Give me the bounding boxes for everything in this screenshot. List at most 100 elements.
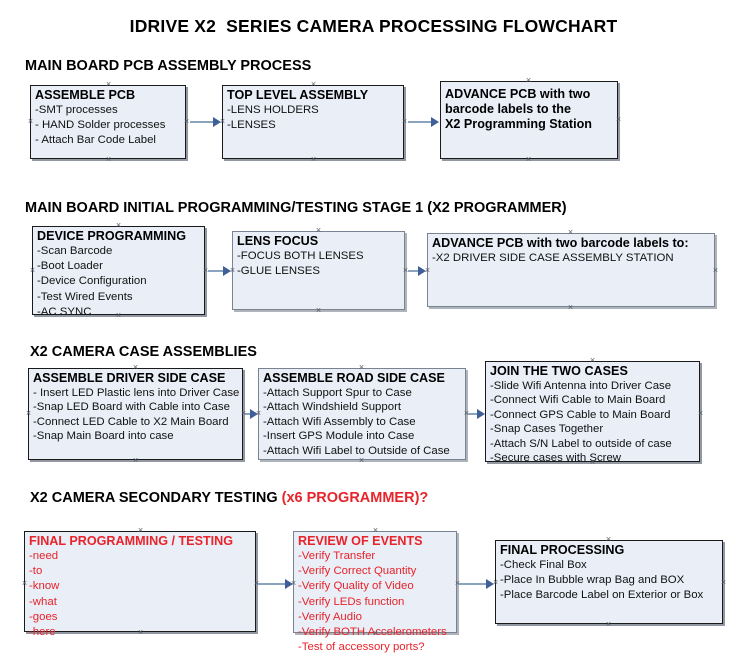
section-heading-main-board-pcb-assembly-process: MAIN BOARD PCB ASSEMBLY PROCESS <box>25 58 312 74</box>
box-line: -Place Barcode Label on Exterior or Box <box>500 589 704 602</box>
connection-handle[interactable] <box>525 156 532 163</box>
connection-handle[interactable] <box>315 307 322 314</box>
box-line: -Connect GPS Cable to Main Board <box>490 408 671 421</box>
connection-handle[interactable] <box>25 410 32 417</box>
connection-handle[interactable] <box>27 118 34 125</box>
arrow-road-case-to-join-cases <box>468 413 478 415</box>
box-final-processing[interactable]: FINAL PROCESSING -Check Final Box -Place… <box>495 540 723 624</box>
connection-handle[interactable] <box>567 304 574 311</box>
connection-handle[interactable] <box>183 118 190 125</box>
box-line: -Verify Transfer <box>298 550 376 562</box>
box-header: ASSEMBLE PCB <box>35 88 136 102</box>
connection-handle[interactable] <box>137 629 144 636</box>
box-header: ADVANCE PCB with two <box>445 87 591 101</box>
box-header: ASSEMBLE ROAD SIDE CASE <box>263 371 445 385</box>
box-header: ADVANCE PCB with two barcode labels to: <box>432 236 689 250</box>
box-line: -X2 DRIVER SIDE CASE ASSEMBLY STATION <box>432 252 674 264</box>
connection-handle[interactable] <box>310 81 317 88</box>
box-line: -LENSES <box>227 119 276 132</box>
box-line: -Device Configuration <box>37 275 147 288</box>
connection-handle[interactable] <box>589 357 596 364</box>
connection-handle[interactable] <box>615 116 622 123</box>
connection-handle[interactable] <box>290 580 297 587</box>
connection-handle[interactable] <box>310 156 317 163</box>
box-header: DEVICE PROGRAMMING <box>37 229 187 243</box>
box-top-level-assembly[interactable]: TOP LEVEL ASSEMBLY -LENS HOLDERS -LENSES <box>222 85 404 159</box>
box-line: -know <box>29 580 60 593</box>
connection-handle[interactable] <box>29 267 36 274</box>
box-line: -Connect Wifi Cable to Main Board <box>490 394 666 407</box>
box-assemble-road-side-case[interactable]: ASSEMBLE ROAD SIDE CASE -Attach Support … <box>258 368 466 460</box>
connection-handle[interactable] <box>372 527 379 534</box>
box-header: ASSEMBLE DRIVER SIDE CASE <box>33 371 226 385</box>
connection-handle[interactable] <box>255 410 262 417</box>
connection-handle[interactable] <box>21 580 28 587</box>
connection-handle[interactable] <box>424 267 431 274</box>
connection-handle[interactable] <box>401 118 408 125</box>
box-line-overflow: -Test of accessory ports? <box>298 641 425 654</box>
connection-handle[interactable] <box>115 312 122 319</box>
arrow-assemble-pcb-to-top-level-assembly <box>190 121 214 123</box>
connection-handle[interactable] <box>219 118 226 125</box>
box-lens-focus[interactable]: LENS FOCUS -FOCUS BOTH LENSES -GLUE LENS… <box>232 231 405 310</box>
connection-handle[interactable] <box>712 267 719 274</box>
box-line: -Test Wired Events <box>37 290 133 303</box>
arrow-head-icon <box>223 266 231 276</box>
connection-handle[interactable] <box>229 267 236 274</box>
box-header: TOP LEVEL ASSEMBLY <box>227 88 369 102</box>
section-heading-accent: (x6 PROGRAMMER)? <box>281 490 429 506</box>
box-line: -Verify LEDs function <box>298 595 405 608</box>
box-header: REVIEW OF EVENTS <box>298 534 423 548</box>
connection-handle[interactable] <box>137 527 144 534</box>
box-assemble-pcb[interactable]: ASSEMBLE PCB -SMT processes - HAND Solde… <box>30 85 186 159</box>
box-advance-pcb-to-x2-programming-station[interactable]: ADVANCE PCB with two barcode labels to t… <box>440 81 618 159</box>
arrow-head-icon <box>431 117 439 127</box>
connection-handle[interactable] <box>105 81 112 88</box>
box-line: -AC SYNC <box>37 305 92 318</box>
box-review-of-events[interactable]: REVIEW OF EVENTS -Verify Transfer -Verif… <box>293 531 457 653</box>
arrow-head-icon <box>285 579 293 589</box>
connection-handle[interactable] <box>358 457 365 464</box>
box-device-programming[interactable]: DEVICE PROGRAMMING -Scan Barcode -Boot L… <box>32 226 205 318</box>
box-advance-pcb-to-driver-side-case-assembly-station[interactable]: ADVANCE PCB with two barcode labels to: … <box>427 233 715 307</box>
connection-handle[interactable] <box>567 229 574 236</box>
connection-handle[interactable] <box>605 621 612 628</box>
arrow-lens-focus-to-advance-pcb <box>408 270 419 272</box>
box-line: -Snap Main Board into case <box>33 430 174 443</box>
connection-handle[interactable] <box>605 536 612 543</box>
connection-handle[interactable] <box>697 410 704 417</box>
box-line: -Snap Cases Together <box>490 423 604 436</box>
arrow-driver-case-to-road-case <box>245 413 252 415</box>
box-line: -Attach Wifi Label to Outside of Case <box>263 444 450 457</box>
box-header: FINAL PROCESSING <box>500 543 625 557</box>
connection-handle[interactable] <box>105 156 112 163</box>
connection-handle[interactable] <box>315 227 322 234</box>
arrow-device-programming-to-lens-focus <box>208 270 224 272</box>
box-line: X2 Programming Station <box>445 117 592 131</box>
connection-handle[interactable] <box>115 222 122 229</box>
connection-handle[interactable] <box>720 579 727 586</box>
connection-handle[interactable] <box>358 364 365 371</box>
connection-handle[interactable] <box>132 457 139 464</box>
box-line: -Insert GPS Module into Case <box>263 430 415 443</box>
connection-handle[interactable] <box>132 364 139 371</box>
arrow-review-of-events-to-final-processing <box>459 583 487 585</box>
box-line: -Connect LED Cable to X2 Main Board <box>33 415 229 428</box>
box-line: -Snap LED Board with Cable into Case <box>33 401 230 414</box>
connection-handle[interactable] <box>589 459 596 466</box>
connection-handle[interactable] <box>525 77 532 84</box>
box-assemble-driver-side-case[interactable]: ASSEMBLE DRIVER SIDE CASE - Insert LED P… <box>28 368 243 460</box>
box-line: -what <box>29 595 57 608</box>
box-line: - Insert LED Plastic lens into Driver Ca… <box>33 387 240 399</box>
connection-handle[interactable] <box>492 579 499 586</box>
box-join-the-two-cases[interactable]: JOIN THE TWO CASES -Slide Wifi Antenna i… <box>485 361 700 464</box>
box-line: -GLUE LENSES <box>237 265 320 278</box>
box-line: - Attach Bar Code Label <box>35 134 156 147</box>
arrow-final-programming-to-review-of-events <box>258 583 286 585</box>
connection-handle[interactable] <box>372 630 379 637</box>
box-final-programming-testing[interactable]: FINAL PROGRAMMING / TESTING -need -to -k… <box>24 531 256 638</box>
box-line: -Attach Wifi Assembly to Case <box>263 415 416 428</box>
page-title: IDRIVE X2 SERIES CAMERA PROCESSING FLOWC… <box>129 16 618 36</box>
box-line: -to <box>29 565 43 578</box>
